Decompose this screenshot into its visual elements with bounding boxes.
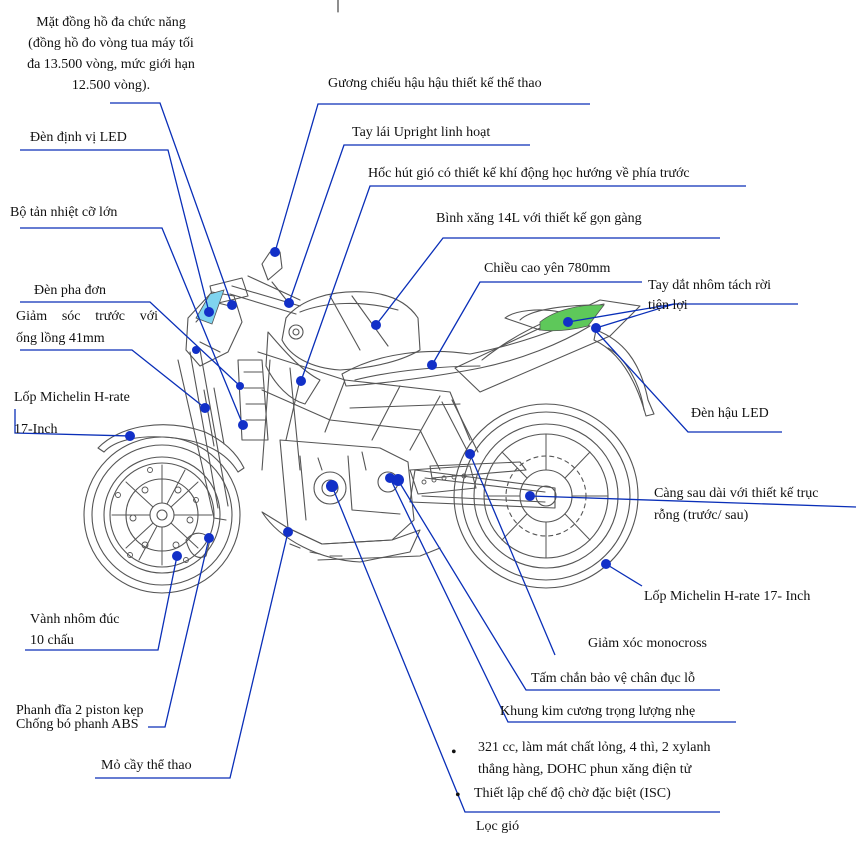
instrument-panel-highlight	[195, 289, 225, 325]
dashboard-label-line: Mặt đồng hồ đa chức năng	[36, 15, 186, 30]
dashboard-label: Mặt đồng hồ đa chức năng (đồng hồ đo vòn…	[2, 12, 220, 96]
grab-handle-label-line: tiện lợi	[648, 298, 688, 313]
engine-spec-label: 321 cc, làm mát chất lỏng, 4 thì, 2 xyla…	[478, 737, 711, 781]
grab-handle-label-line: Tay dắt nhôm tách rời	[648, 278, 772, 293]
isc-label: Thiết lập chế độ chờ đặc biệt (ISC)	[474, 786, 671, 801]
dashboard-label-line: 12.500 vòng).	[71, 78, 151, 93]
rear-wheel	[453, 403, 639, 589]
swingarm-label-line: rỗng (trước/ sau)	[654, 508, 749, 523]
shifter-label: Mỏ cầy thể thao	[101, 758, 192, 773]
seat-height-label: Chiều cao yên 780mm	[484, 261, 611, 276]
headlight-label: Đèn pha đơn	[34, 283, 106, 298]
brake-label-line: Phanh đĩa 2 piston kẹp	[16, 703, 144, 718]
rear-tire-label: Lốp Michelin H-rate 17- Inch	[644, 589, 811, 604]
grab-handle-label: Tay dắt nhôm tách rời tiện lợi	[648, 276, 771, 316]
monocross-label: Giảm xóc monocross	[588, 636, 707, 651]
wheel-label-line: 10 chấu	[30, 633, 74, 648]
swingarm-label-line: Càng sau dài với thiết kế trục	[654, 486, 819, 501]
handlebar-label: Tay lái Upright linh hoạt	[352, 125, 491, 140]
front-fork-label-line: Giảm sóc trước với	[16, 309, 158, 324]
leader-dots	[125, 247, 611, 569]
isc-bullet: •	[455, 787, 461, 804]
radiator-label: Bộ tản nhiệt cỡ lớn	[10, 205, 118, 220]
fuel-tank-label: Bình xăng 14L với thiết kế gọn gàng	[436, 211, 642, 226]
intake-label: Hốc hút gió có thiết kế khí động học hướ…	[368, 166, 690, 181]
engine-bullet: •	[451, 744, 457, 761]
front-wheel	[83, 436, 241, 594]
wheel-label-line: Vành nhôm đúc	[30, 612, 120, 627]
front-fork-label: Giảm sóc trước với ống lồng 41mm	[16, 306, 158, 350]
foot-guard-label: Tấm chắn bảo vệ chân đục lỗ	[531, 671, 696, 686]
frame-label: Khung kim cương trọng lượng nhẹ	[500, 704, 696, 719]
front-tire-label: Lốp Michelin H-rate 17-Inch	[14, 382, 130, 446]
engine-spec-label-line: thẳng hàng, DOHC phun xăng điện tử	[478, 762, 692, 777]
air-filter-label: Lọc gió	[476, 819, 520, 834]
front-fork-label-line: ống lồng 41mm	[16, 331, 105, 346]
front-tire-label-line: 17-Inch	[14, 422, 58, 437]
brake-label-line: Chống bó phanh ABS	[16, 717, 139, 732]
position-led-label: Đèn định vị LED	[30, 130, 127, 145]
leader-lines	[14, 102, 857, 813]
brake-label: Phanh đĩa 2 piston kẹp Chống bó phanh AB…	[16, 704, 144, 732]
front-tire-label-line: Lốp Michelin H-rate	[14, 390, 130, 405]
dashboard-label-line: (đồng hồ đo vòng tua máy tối	[28, 36, 194, 51]
grab-handle-highlight	[539, 304, 605, 332]
mirror-label: Gương chiếu hậu hậu thiết kế thể thao	[328, 76, 542, 91]
dashboard-label-line: đa 13.500 vòng, mức giới hạn	[27, 57, 195, 72]
engine-spec-label-line: 321 cc, làm mát chất lỏng, 4 thì, 2 xyla…	[478, 740, 711, 755]
wheel-label: Vành nhôm đúc 10 chấu	[30, 609, 119, 651]
tail-led-label: Đèn hậu LED	[691, 406, 769, 421]
swingarm-label: Càng sau dài với thiết kế trục rỗng (trư…	[654, 483, 818, 527]
